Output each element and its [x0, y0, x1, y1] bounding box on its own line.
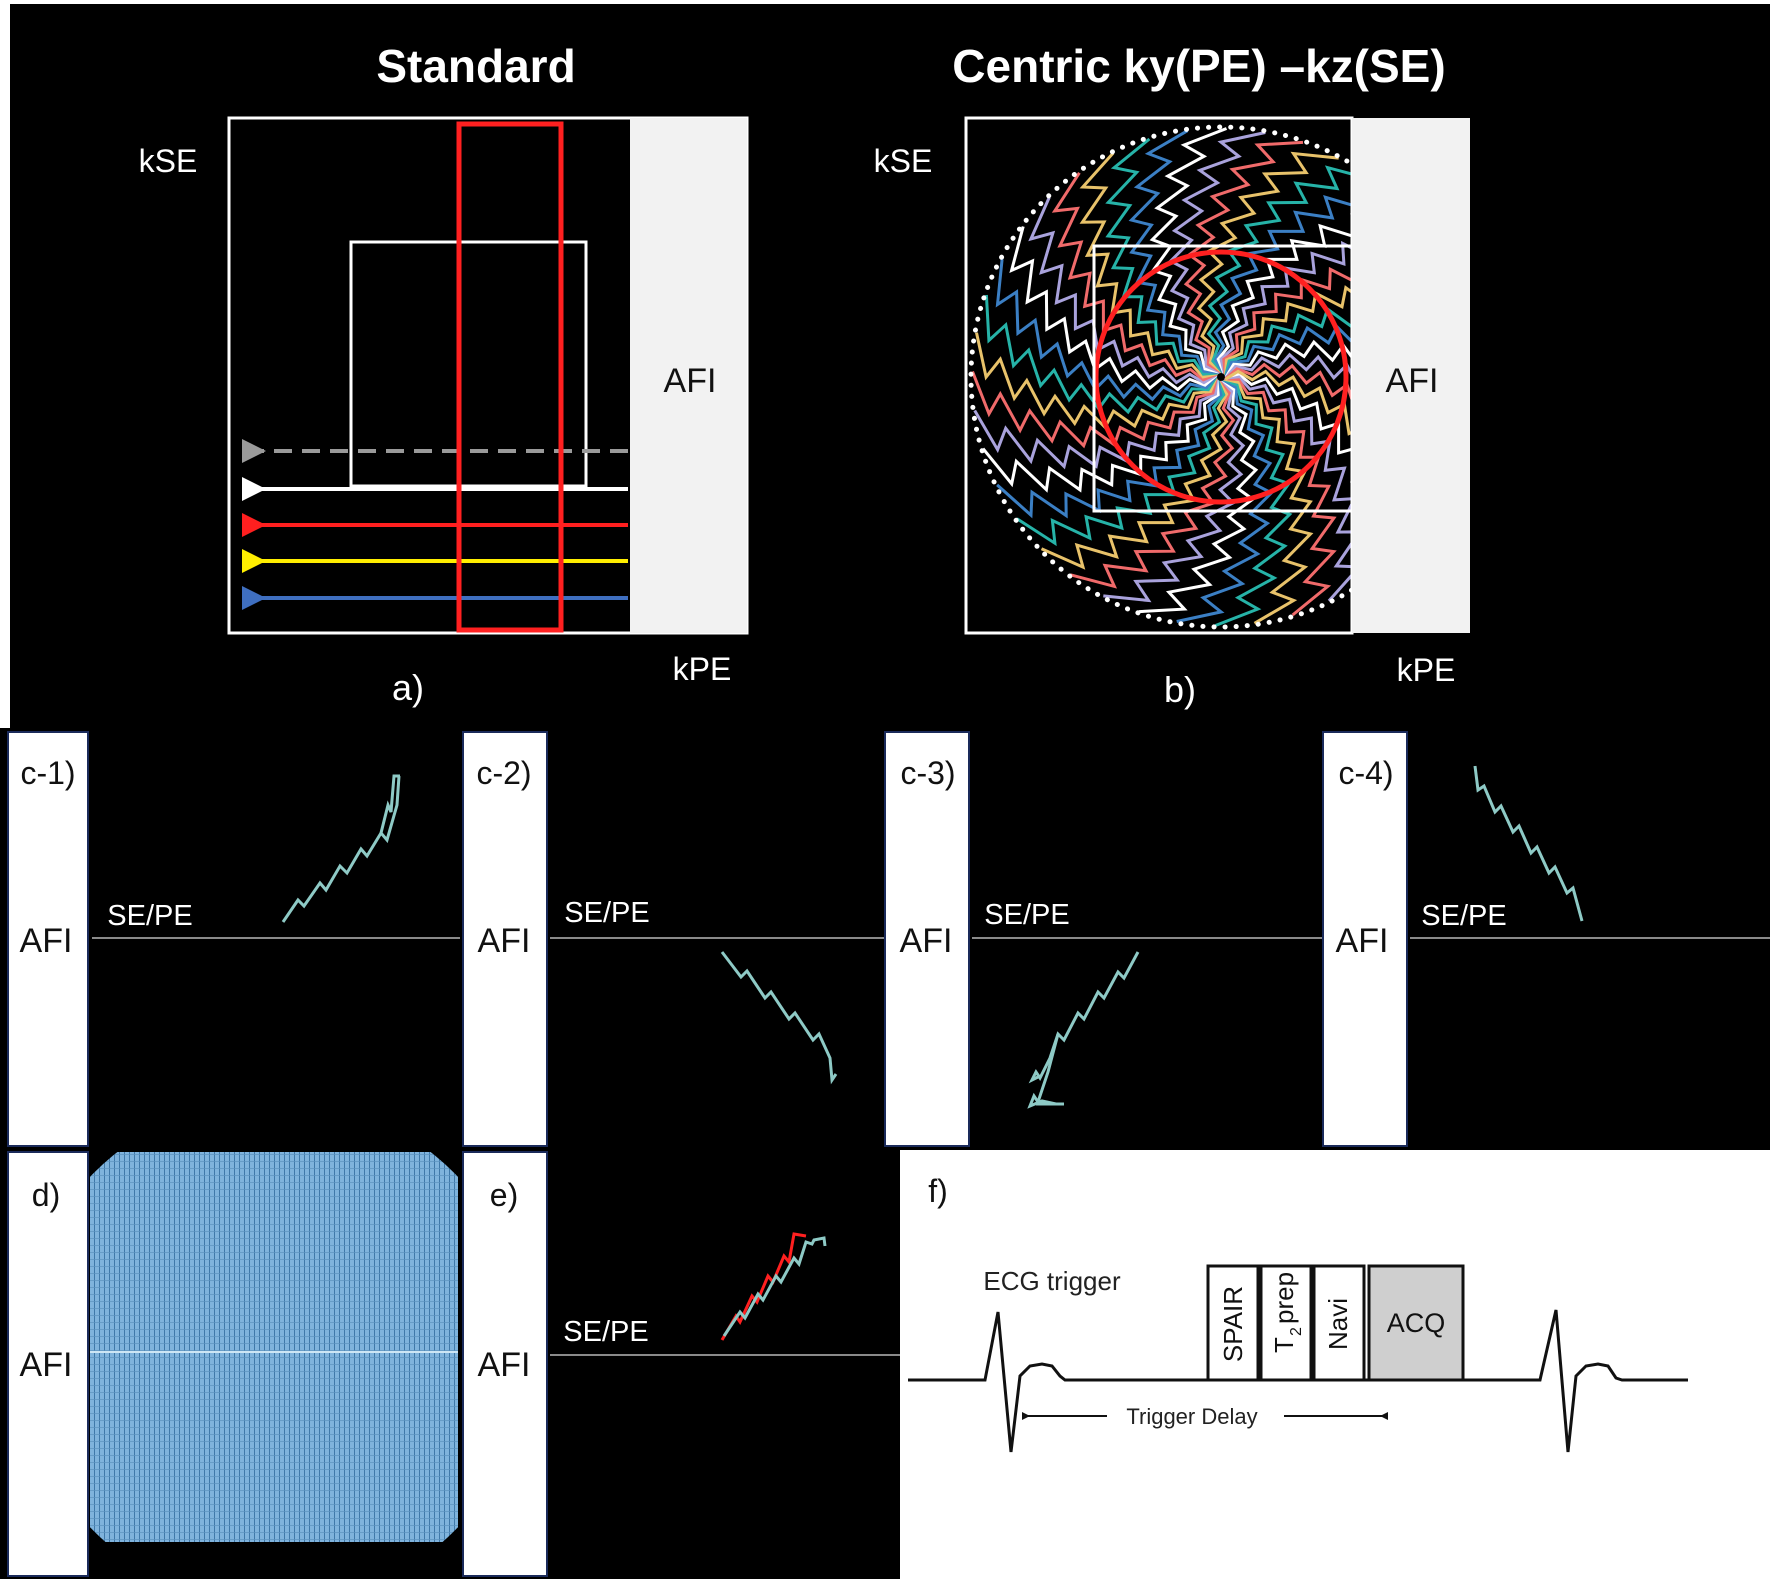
- panel-a-caption: a): [392, 667, 424, 708]
- panel-f-t2prep-block: [1259, 1264, 1313, 1382]
- panel-c2: c-2) AFI SE/PE: [462, 731, 885, 1147]
- panel-b-afi-label: AFI: [1386, 362, 1439, 400]
- panel-c1-caption: c-1): [20, 755, 75, 791]
- panel-c3: c-3) AFI SE/PE: [884, 731, 1330, 1147]
- panel-b-dotted-circle: [968, 124, 1352, 630]
- panel-c2-caption: c-2): [476, 755, 531, 791]
- panel-d: d) AFI: [7, 1151, 458, 1577]
- panel-f: f) ECG trigger SPAIR T 2 prep Navi ACQ T…: [908, 1173, 1688, 1453]
- panel-c4-afi-bar: [1322, 731, 1408, 1147]
- panel-c2-axis-label: SE/PE: [564, 897, 649, 929]
- panel-f-ecg-label: ECG trigger: [983, 1266, 1121, 1296]
- panel-b-kpe-label: kPE: [1397, 652, 1456, 688]
- panel-b-kse-label: kSE: [874, 143, 933, 179]
- panel-d-caption: d): [32, 1177, 60, 1213]
- panel-e: e) AFI SE/PE: [462, 1151, 900, 1577]
- panel-c3-axis-label: SE/PE: [984, 899, 1069, 931]
- panel-d-sampling-disk: [90, 1152, 458, 1542]
- panel-a-red-segment-box: [456, 121, 564, 633]
- panel-e-afi-bar: [462, 1151, 548, 1577]
- panel-c1-trajectory-tail: [379, 774, 400, 834]
- panel-c2-afi-bar: [462, 731, 548, 1147]
- panel-f-spair-label: SPAIR: [1218, 1286, 1248, 1362]
- panel-c1-afi-label: AFI: [20, 922, 73, 960]
- panel-f-acq-label: ACQ: [1387, 1308, 1446, 1338]
- panel-a-title: Standard: [376, 40, 575, 92]
- panel-a-afi-label: AFI: [664, 362, 717, 400]
- panel-f-t2prep-label-group: T 2 prep: [1269, 1272, 1305, 1353]
- panel-f-navi-block: [1312, 1264, 1366, 1382]
- panel-a-inner-square: [349, 240, 588, 488]
- panel-f-t2prep-letter: T: [1269, 1337, 1299, 1353]
- panel-e-axis-label: SE/PE: [563, 1316, 648, 1348]
- panel-c1-afi-bar: [7, 731, 89, 1147]
- panel-c4-axis-label: SE/PE: [1421, 900, 1506, 932]
- panel-e-trajectory-red: [720, 1232, 807, 1341]
- panel-e-trajectory-cyan: [722, 1236, 827, 1337]
- panel-c4-caption: c-4): [1338, 755, 1393, 791]
- panel-a-readout-arrows: [242, 439, 628, 610]
- panel-e-caption: e): [490, 1177, 518, 1213]
- panel-e-afi-label: AFI: [478, 1346, 531, 1384]
- panel-d-afi-label: AFI: [20, 1346, 73, 1384]
- panel-c2-trajectory: [720, 951, 838, 1085]
- panel-f-t2prep-subscript: 2: [1288, 1327, 1305, 1336]
- panel-c1-axis-label: SE/PE: [107, 900, 192, 932]
- panel-c2-afi-label: AFI: [478, 922, 531, 960]
- panel-b-spiral-area: [968, 124, 1352, 630]
- panel-a-kpe-label: kPE: [673, 651, 732, 687]
- panel-c3-afi-bar: [884, 731, 970, 1147]
- panel-b-red-circle: [1093, 249, 1349, 505]
- panel-f-spair-block: [1206, 1264, 1260, 1382]
- panel-c1: c-1) AFI SE/PE: [7, 731, 460, 1147]
- panel-c4-afi-label: AFI: [1336, 922, 1389, 960]
- panel-a-kse-label: kSE: [139, 143, 198, 179]
- panel-f-t2prep-label: prep: [1269, 1272, 1299, 1324]
- panel-d-sampled-points: [90, 1152, 458, 1542]
- panel-b-afi-bar: [1352, 118, 1470, 633]
- panel-b-caption: b): [1164, 669, 1196, 710]
- panel-a: Standard kSE AFI kPE a): [139, 40, 749, 708]
- panel-f-caption: f): [928, 1173, 948, 1209]
- panel-c4-trajectory: [1473, 765, 1584, 922]
- panel-c3-trajectory-tail: [1027, 1033, 1064, 1109]
- panel-c3-afi-label: AFI: [900, 922, 953, 960]
- panel-f-acq-block: [1367, 1264, 1465, 1382]
- panel-b: Centric ky(PE) –kz(SE) kSE AFI kPE b): [874, 40, 1470, 710]
- panel-f-navi-label: Navi: [1323, 1298, 1353, 1350]
- panel-c3-caption: c-3): [900, 755, 955, 791]
- panel-d-afi-bar: [7, 1151, 89, 1577]
- panel-f-delay-label: Trigger Delay: [1126, 1404, 1257, 1429]
- panel-a-afi-bar: [630, 118, 747, 633]
- panel-b-inner-square: [1092, 244, 1352, 513]
- panel-c3-trajectory: [1028, 951, 1140, 1084]
- panel-b-title: Centric ky(PE) –kz(SE): [952, 40, 1445, 92]
- panel-c4: c-4) AFI SE/PE: [1322, 731, 1770, 1147]
- top-background: [10, 4, 1770, 728]
